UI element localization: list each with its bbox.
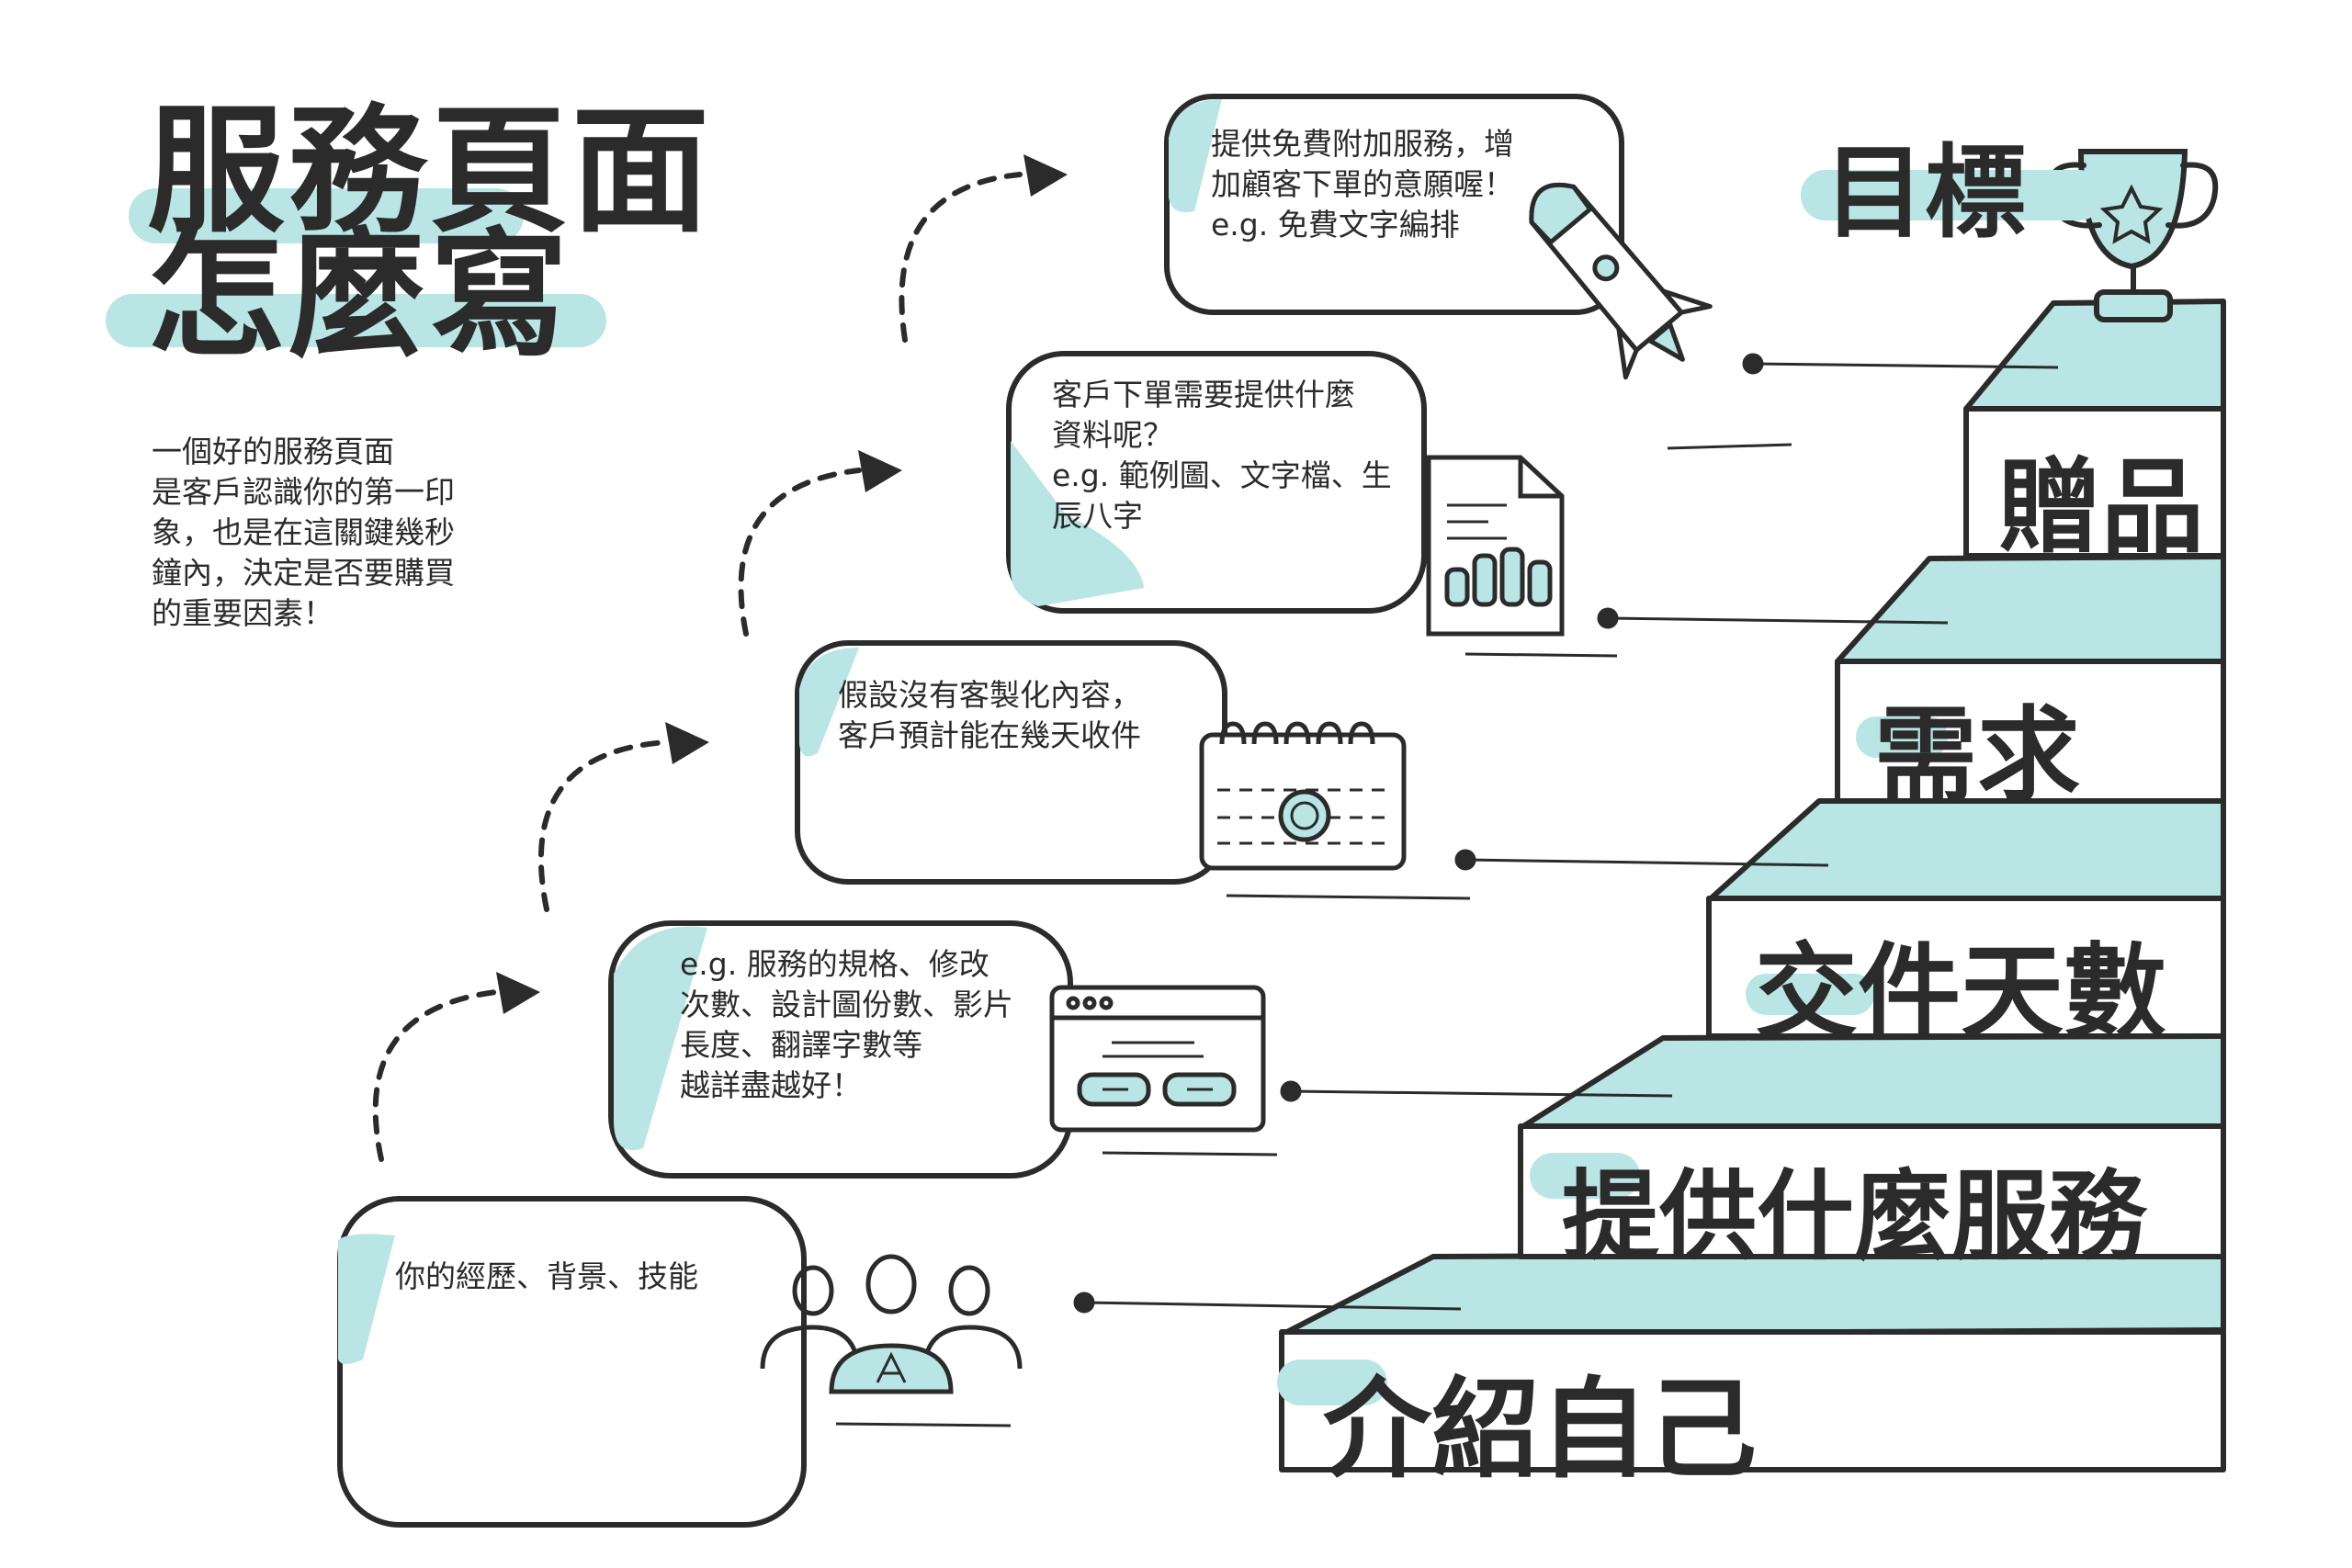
intro-line-3: 象，也是在這關鍵幾秒 (152, 514, 455, 550)
note-3-line-2: 客戶預計能在幾天收件 (838, 717, 1141, 753)
arrow-2 (537, 739, 669, 912)
step-1-riser (1279, 1329, 2226, 1472)
note-box-4 (1006, 351, 1427, 614)
arrow-4 (899, 172, 1023, 343)
note-box-1 (337, 1196, 807, 1528)
arrow-heads (496, 154, 1068, 1014)
intro-line-2: 是客戶認識你的第一印 (152, 474, 455, 510)
calendar-icon (1199, 721, 1471, 900)
note-5-line-1: 提供免費附加服務，增 (1211, 126, 1514, 162)
step-5-tread (1963, 299, 2226, 412)
note-text-4: 客戶下單需要提供什麼 資料呢？ e.g. 範例圖、文字檔、生 辰八字 (1052, 375, 1392, 536)
note-4-line-1: 客戶下單需要提供什麼 (1052, 377, 1355, 412)
title-line-2: 怎麼寫 (147, 216, 572, 376)
note-2-line-1: e.g. 服務的規格、修改 (680, 946, 989, 982)
step-2-riser (1518, 1123, 2226, 1259)
step-5-riser (1963, 406, 2226, 558)
note-2-line-2: 次數、設計圖份數、影片 (680, 987, 1013, 1022)
page-title: 服務頁面 怎麼寫 (147, 92, 714, 376)
note-4-line-2: 資料呢？ (1052, 417, 1173, 453)
intro-line-4: 鐘內，決定是否要購買 (152, 555, 455, 591)
note-2-line-3: 長度、翻譯字數等 (680, 1027, 922, 1063)
connector-lines (1073, 353, 2059, 1314)
note-4-line-3: e.g. 範例圖、文字檔、生 (1052, 457, 1392, 493)
rocket-icon (1529, 182, 1792, 450)
note-3-line-1: 假設沒有客製化內容， (838, 677, 1141, 713)
intro-line-5: 的重要因素！ (152, 595, 334, 631)
step-label-3: 交件天數 (1755, 933, 2166, 1053)
note-text-3: 假設沒有客製化內容， 客戶預計能在幾天收件 (838, 675, 1141, 756)
step-label-4: 需求 (1874, 696, 2080, 816)
step-label-1: 介紹自己 (1323, 1366, 1758, 1493)
goal-label: 目標 (1824, 134, 2026, 252)
arrow-1 (372, 989, 499, 1162)
people-icon (760, 1254, 1023, 1427)
note-2-line-4: 越詳盡越好！ (680, 1067, 862, 1103)
highlight-strokes (106, 170, 2104, 1405)
progress-arrows (372, 172, 1023, 1162)
note-5-line-2: 加顧客下單的意願喔！ (1211, 166, 1514, 202)
step-label-2: 提供什麼服務 (1562, 1160, 2146, 1273)
document-chart-icon (1426, 455, 1618, 658)
note-box-5 (1164, 94, 1624, 315)
note-1-line-1: 你的經歷、背景、技能 (395, 1258, 698, 1294)
arrow-3 (738, 468, 862, 637)
intro-paragraph: 一個好的服務頁面 是客戶認識你的第一印 象，也是在這關鍵幾秒 鐘內，決定是否要購… (152, 432, 537, 634)
browser-window-icon (1049, 985, 1278, 1156)
step-label-5: 贈品 (1998, 448, 2204, 568)
note-text-2: e.g. 服務的規格、修改 次數、設計圖份數、影片 長度、翻譯字數等 越詳盡越好… (680, 944, 1013, 1106)
intro-line-1: 一個好的服務頁面 (152, 434, 394, 469)
note-5-line-3: e.g. 免費文字編排 (1211, 207, 1460, 243)
note-text-1: 你的經歷、背景、技能 (395, 1257, 698, 1297)
note-4-line-4: 辰八字 (1052, 498, 1143, 534)
title-line-1: 服務頁面 (147, 92, 714, 252)
note-text-5: 提供免費附加服務，增 加顧客下單的意願喔！ e.g. 免費文字編排 (1211, 124, 1514, 245)
